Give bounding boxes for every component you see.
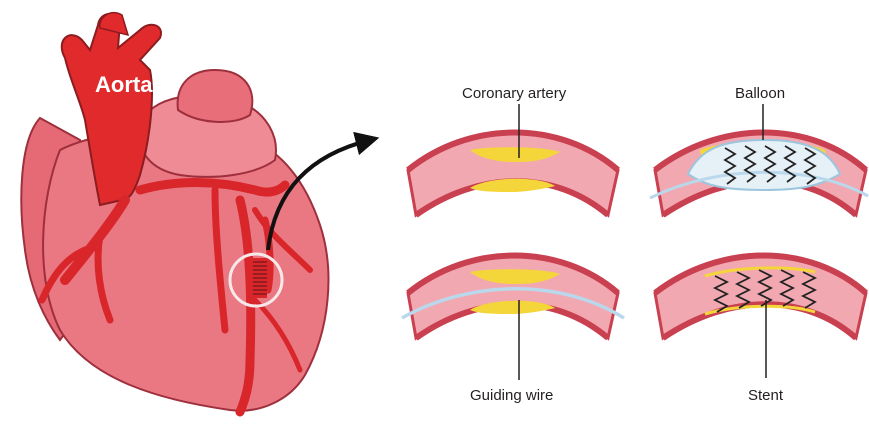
label-guiding-wire: Guiding wire xyxy=(470,387,553,404)
label-balloon: Balloon xyxy=(735,85,785,102)
panel-coronary-artery: Coronary artery xyxy=(408,85,618,215)
heart-illustration: Aorta xyxy=(21,13,370,412)
panel-guiding-wire: Guiding wire xyxy=(402,256,624,405)
panel-balloon: Balloon xyxy=(650,85,868,215)
heart-pulmonary-trunk xyxy=(178,70,253,122)
aorta-label: Aorta xyxy=(95,72,153,97)
label-stent: Stent xyxy=(748,387,784,404)
label-coronary-artery: Coronary artery xyxy=(462,85,567,102)
panel-stent: Stent xyxy=(655,256,866,405)
